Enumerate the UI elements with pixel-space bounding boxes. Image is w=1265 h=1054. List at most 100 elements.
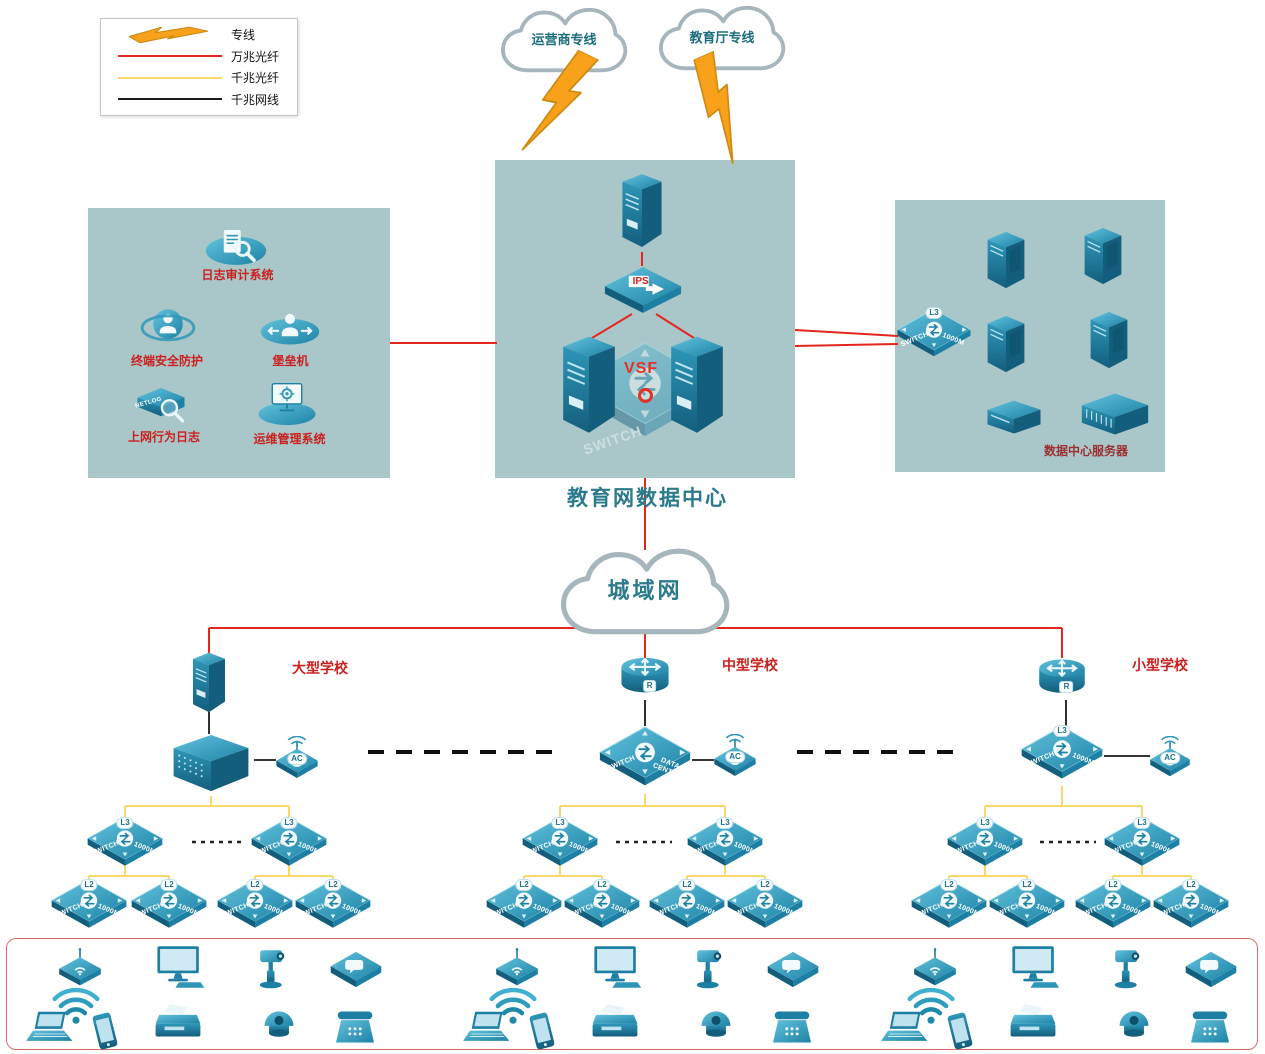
ips-label: IPS [632,276,649,288]
black-line-sample [118,98,222,101]
ac-badge: AC [1160,751,1180,764]
legend-item-10g-fiber: 万兆光纤 [109,46,289,66]
layer-badge: L3 [925,307,943,320]
laptop-icon [461,1010,515,1046]
printer-icon [152,1002,204,1044]
layer-badge: L2 [940,879,958,892]
layer-badge: L2 [324,879,342,892]
layer-badge: L2 [515,879,533,892]
net-behavior-log-label: 上网行为日志 [127,430,200,444]
ptz-camera [250,944,294,992]
server-icon [983,230,1029,290]
isp-cloud-label: 运营商专线 [531,31,597,47]
medium-school-ac-controller: AC [710,734,760,780]
wireless-ap-icon [911,946,959,988]
large-school-label: 大型学校 [292,660,348,676]
ptz-camera-icon [250,944,294,992]
isp-cloud: 运营商专线 [486,6,642,78]
wireless-ap [493,946,541,988]
small-school-label: 小型学校 [1132,657,1188,673]
large-school-ac-controller: AC [272,736,322,782]
layer-badge: L3 [551,817,569,830]
wireless-ap-icon [493,946,541,988]
edu-cloud-label: 教育厅专线 [689,29,755,45]
server-zone-title: 数据中心服务器 [1043,444,1128,458]
dome-camera-icon [258,1006,300,1044]
ops-management-system [256,380,318,426]
dc-server-1 [983,230,1029,290]
desktop-pc [589,944,643,990]
layer-badge: L2 [593,879,611,892]
video-intercom [1183,948,1239,990]
intercom-icon [1183,948,1239,990]
layer-badge: L3 [116,817,134,830]
legend-label: 专线 [231,28,256,43]
medium-school-label: 中型学校 [722,657,778,673]
metro-network-cloud: 城域网 [536,546,754,642]
layer-badge: L3 [1133,817,1151,830]
layer-badge: L2 [678,879,696,892]
core-switch-left [556,332,622,436]
small-school-router: R [1034,654,1090,700]
rack-switch-icon [1076,390,1154,440]
core-switch-icon [664,332,730,436]
endpoint-protection-label: 终端安全防护 [130,354,203,368]
wireless-ap-icon [56,946,104,988]
layer-badge: L3 [976,817,994,830]
legend-item-1g-fiber: 千兆光纤 [109,68,289,88]
ac-badge: AC [287,752,307,765]
chassis-switch-icon [168,732,254,796]
video-intercom [765,948,821,990]
router-icon [616,652,674,700]
printer [589,1002,641,1044]
laptop-icon [24,1010,78,1046]
telephone-icon [1185,1008,1235,1046]
layer-badge: L2 [160,879,178,892]
ips-device: IPS [603,264,683,316]
server-zone-switch: L3 SWITCH 1000M [896,306,972,364]
layer-badge: L2 [1182,879,1200,892]
telephone-icon [330,1008,380,1046]
firewall-tower-icon [617,170,667,250]
legend-item-dedicated: 专线 [109,25,289,45]
large-school-gateway-server [188,650,230,714]
layer-badge: L2 [1104,879,1122,892]
monitor-icon [152,944,206,990]
desktop-pc [152,944,206,990]
ptz-camera-icon [687,944,731,992]
ptz-camera-icon [1105,944,1149,992]
layer-badge: L2 [246,879,264,892]
core-switch-icon [556,332,622,436]
layer-badge: L2 [80,879,98,892]
server-icon [1080,226,1126,286]
metro-network-label: 城域网 [607,578,683,605]
printer-icon [1007,1002,1059,1044]
layer-badge: L2 [756,879,774,892]
rack-server-icon [982,396,1046,440]
data-center-title: 教育网数据中心 [567,485,728,510]
large-school-core-chassis [168,732,254,796]
medium-school-router: R [616,652,674,700]
printer-icon [589,1002,641,1044]
intercom-icon [765,948,821,990]
laptop-icon [879,1010,933,1046]
layer-badge: L2 [1018,879,1036,892]
endpoint-protection-icon [138,302,198,350]
dc-server-4 [1086,310,1132,370]
ops-management-icon [256,380,318,426]
layer-badge: L3 [1053,725,1071,738]
wireless-ap [911,946,959,988]
yellow-line-sample [118,76,222,79]
yellow-1g-fiber-lines [88,786,1192,884]
legend: 专线 万兆光纤 千兆光纤 千兆网线 [100,18,298,116]
router-badge: R [1059,680,1074,693]
